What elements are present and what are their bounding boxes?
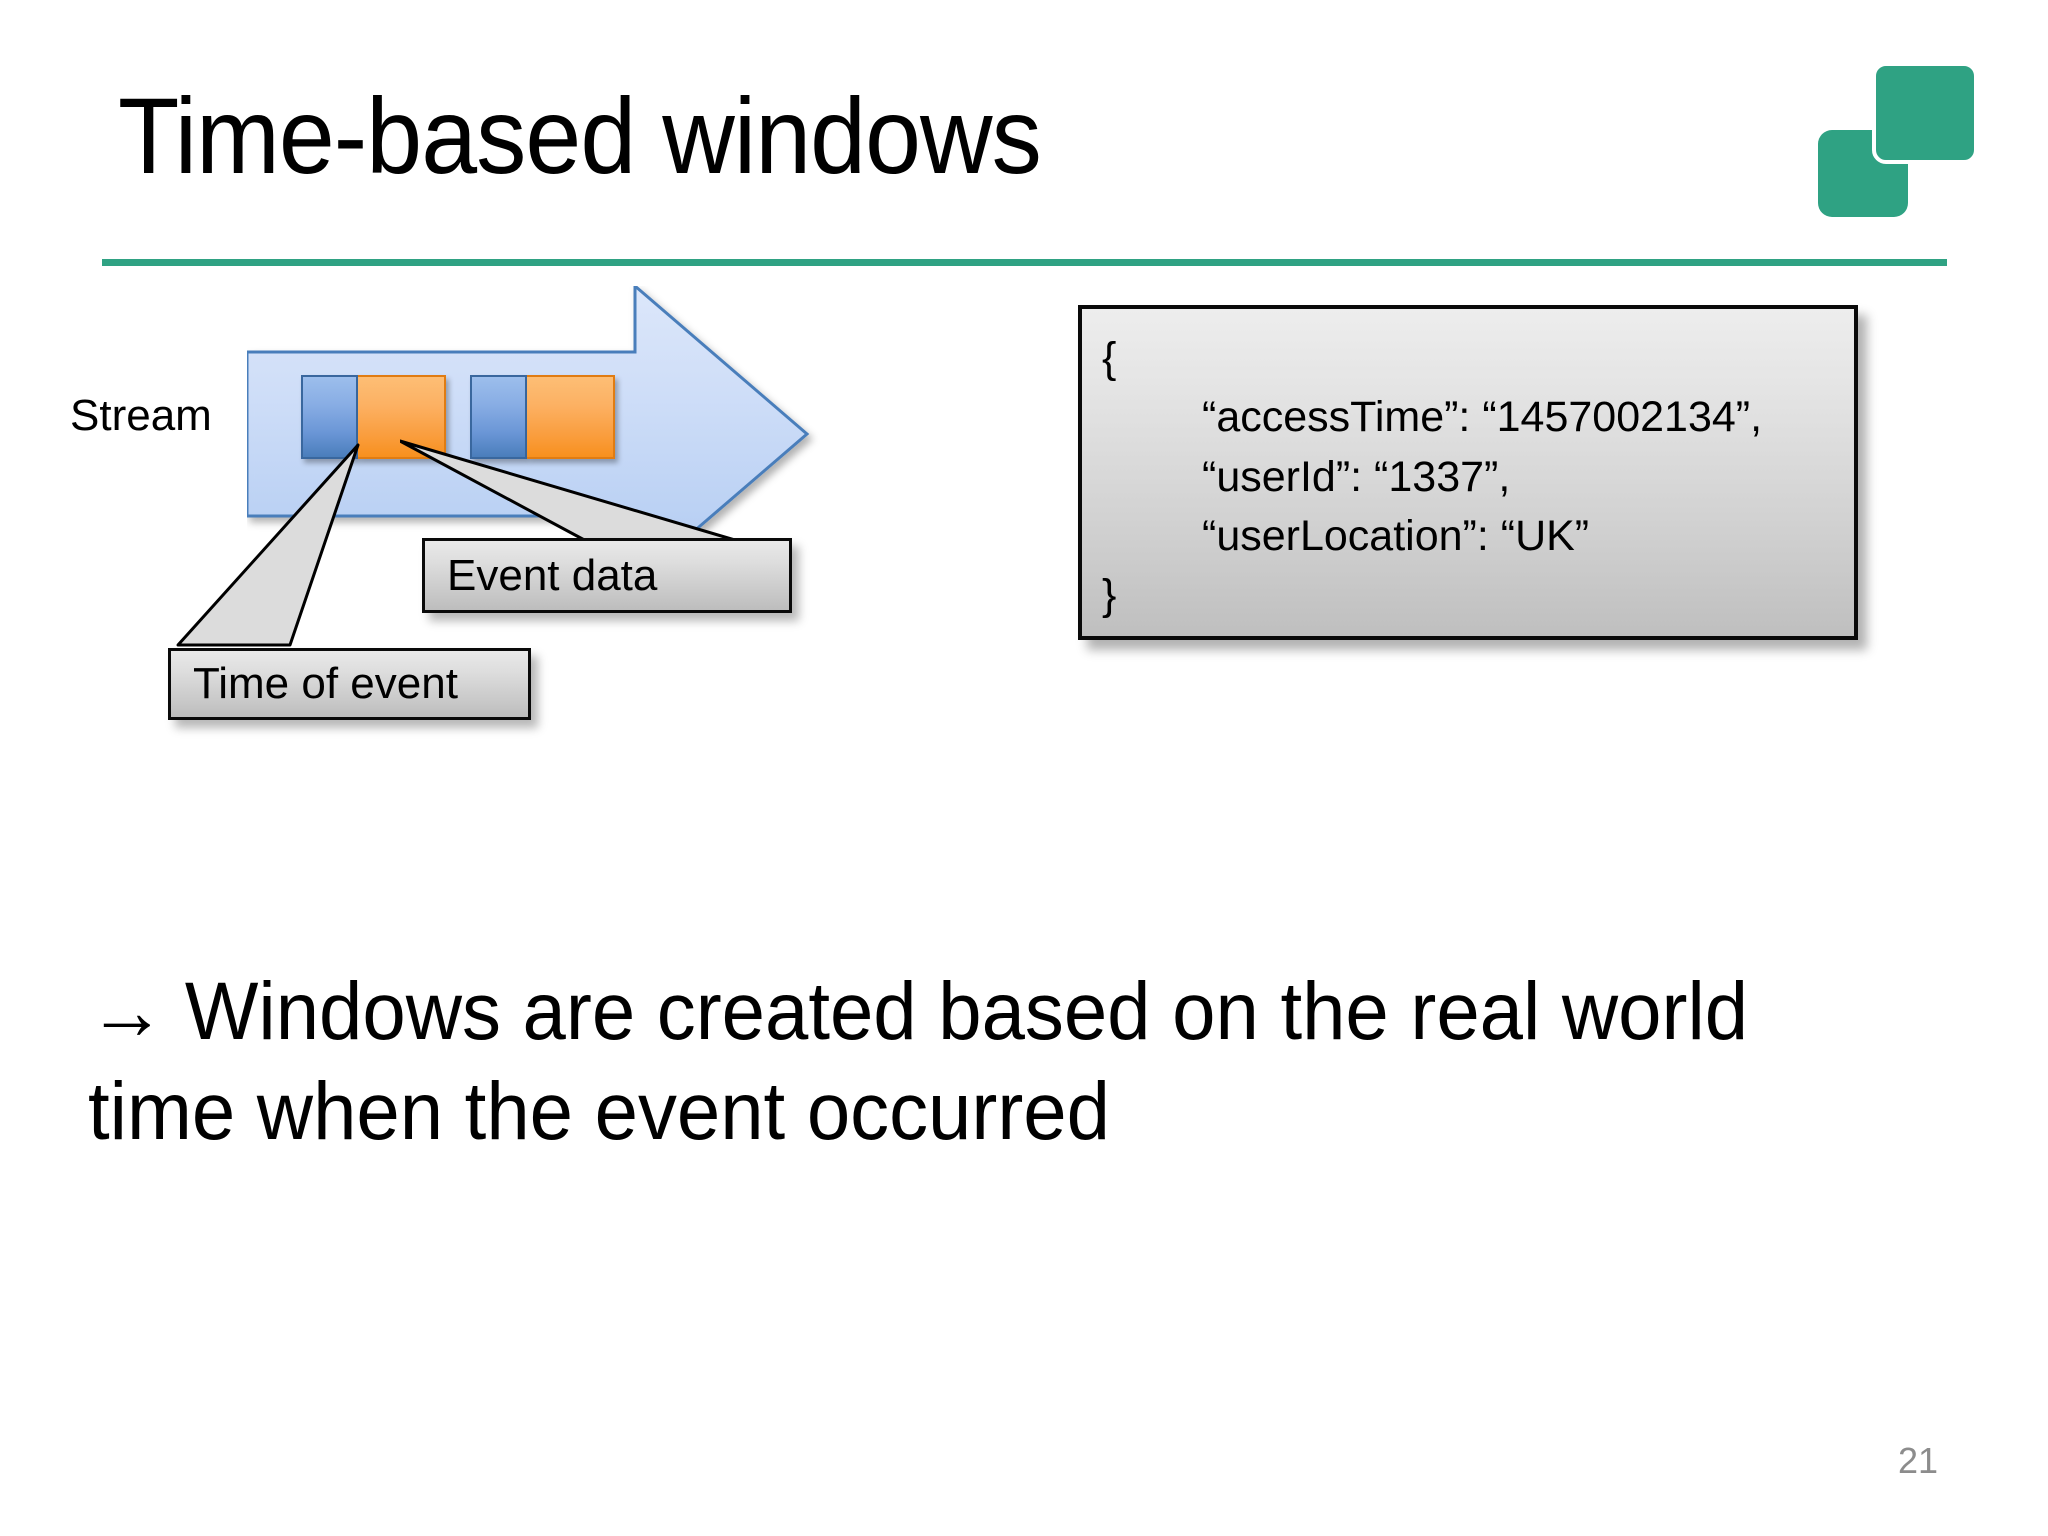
page-number: 21 [1898,1440,1939,1481]
event-time-block-2 [470,375,527,459]
page-title: Time-based windows [118,75,1042,196]
json-open-brace: { [1102,334,1117,382]
json-field-access-time: “accessTime”: “1457002134”, [1202,393,1763,442]
body-statement: →Windows are created based on the real w… [88,962,1789,1162]
title-divider [102,259,1947,266]
two-squares-logo [1818,62,1978,217]
event-data-block-2 [527,375,615,459]
event-data-block-1 [358,375,446,459]
callout-time-of-event: Time of event [168,648,531,720]
callout-event-data-label: Event data [447,550,658,600]
right-arrow-icon: → [88,966,166,1057]
event-time-block-1 [301,375,358,459]
json-field-user-location: “userLocation”: “UK” [1202,511,1590,560]
json-sample-panel: { “accessTime”: “1457002134”, “userId”: … [1078,305,1858,640]
callout-event-data: Event data [422,538,792,613]
callout-time-of-event-label: Time of event [193,659,458,708]
json-field-user-id: “userId”: “1337”, [1202,452,1511,501]
stream-label: Stream [70,391,212,440]
body-statement-text: Windows are created based on the real wo… [88,966,1749,1158]
logo-square-front [1872,62,1978,164]
json-close-brace: } [1102,571,1117,620]
